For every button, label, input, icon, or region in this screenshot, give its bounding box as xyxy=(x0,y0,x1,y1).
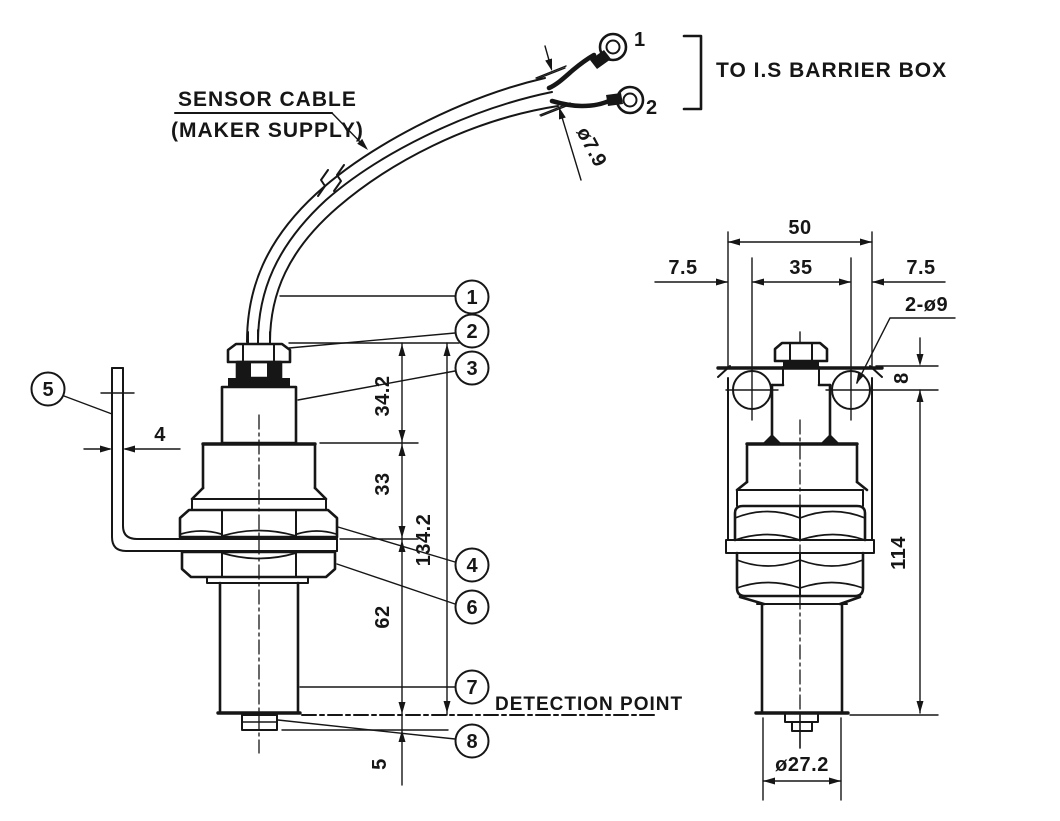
balloon-5: 5 xyxy=(30,371,113,415)
mounting-bracket-rod xyxy=(100,367,338,552)
dim-7-5-right: 7.5 xyxy=(906,257,935,279)
balloon-3: 3 xyxy=(297,350,490,401)
detection-point-callout: DETECTION POINT xyxy=(301,694,683,716)
left-view xyxy=(100,329,339,754)
dim-134-2: 134.2 xyxy=(413,514,435,567)
right-dimensions: 50 7.5 35 7.5 2-ø9 8 xyxy=(654,217,956,801)
dim-33: 33 xyxy=(372,472,394,495)
maker-supply-label: (MAKER SUPPLY) xyxy=(171,119,364,142)
balloon-8: 8 xyxy=(277,719,490,759)
sensor-cable-callout: SENSOR CABLE (MAKER SUPPLY) xyxy=(171,88,368,150)
dim-8: 8 xyxy=(891,372,913,384)
ring-terminal-2 xyxy=(606,85,645,115)
wire-1 xyxy=(546,52,597,91)
left-dimensions: 34.2 33 134.2 62 5 4 xyxy=(83,342,460,786)
svg-text:3: 3 xyxy=(466,358,477,380)
svg-text:8: 8 xyxy=(466,731,477,753)
detection-point-label: DETECTION POINT xyxy=(495,694,683,715)
dim-plate-edge: 8 xyxy=(875,337,939,384)
dim-holes-callout: 2-ø9 xyxy=(856,294,956,384)
balloon-6: 6 xyxy=(336,563,490,625)
svg-text:1: 1 xyxy=(466,287,477,309)
grouping-bracket xyxy=(682,34,703,111)
sensor-cable-label: SENSOR CABLE xyxy=(178,88,357,111)
dim-hole-layout: 7.5 35 7.5 xyxy=(654,257,946,421)
cable-cut-mark xyxy=(535,65,567,79)
dim-plate-width: 50 xyxy=(727,217,873,369)
dim-body-length: 114 xyxy=(849,389,939,716)
dim-7-5-left: 7.5 xyxy=(668,257,697,279)
svg-text:6: 6 xyxy=(466,597,477,619)
balloon-7: 7 xyxy=(299,669,490,705)
svg-text:5: 5 xyxy=(42,379,53,401)
wire-2-number: 2 xyxy=(646,97,658,119)
wire-2 xyxy=(549,97,614,109)
cable-gland-hex-front xyxy=(773,341,829,363)
balloon-2: 2 xyxy=(288,313,490,349)
dim-rod-thickness: 4 xyxy=(83,424,181,453)
dim-62: 62 xyxy=(372,605,394,628)
svg-text:2: 2 xyxy=(466,321,477,343)
ring-terminal-1 xyxy=(590,32,628,69)
dim-50: 50 xyxy=(788,217,811,239)
dim-body-dia: ø27.2 xyxy=(762,717,842,801)
dim-2-o9: 2-ø9 xyxy=(905,294,948,316)
hex-nut-upper xyxy=(178,508,339,539)
sensing-tip-front xyxy=(784,714,819,749)
dim-4: 4 xyxy=(154,424,166,446)
balloon-callouts: 1 2 3 4 5 6 7 xyxy=(30,279,490,759)
dim-34-2: 34.2 xyxy=(372,376,394,417)
svg-text:7: 7 xyxy=(466,677,477,699)
dim-o27-2: ø27.2 xyxy=(775,754,829,776)
barrier-box-label: TO I.S BARRIER BOX xyxy=(716,59,947,82)
wire-1-number: 1 xyxy=(634,29,646,51)
dim-35: 35 xyxy=(789,257,812,279)
svg-text:4: 4 xyxy=(466,555,478,577)
balloon-4: 4 xyxy=(337,526,490,583)
cable-gland-hex xyxy=(226,342,292,364)
dim-114: 114 xyxy=(888,536,910,570)
dim-5: 5 xyxy=(369,758,391,770)
cable-break-icon xyxy=(317,164,345,197)
